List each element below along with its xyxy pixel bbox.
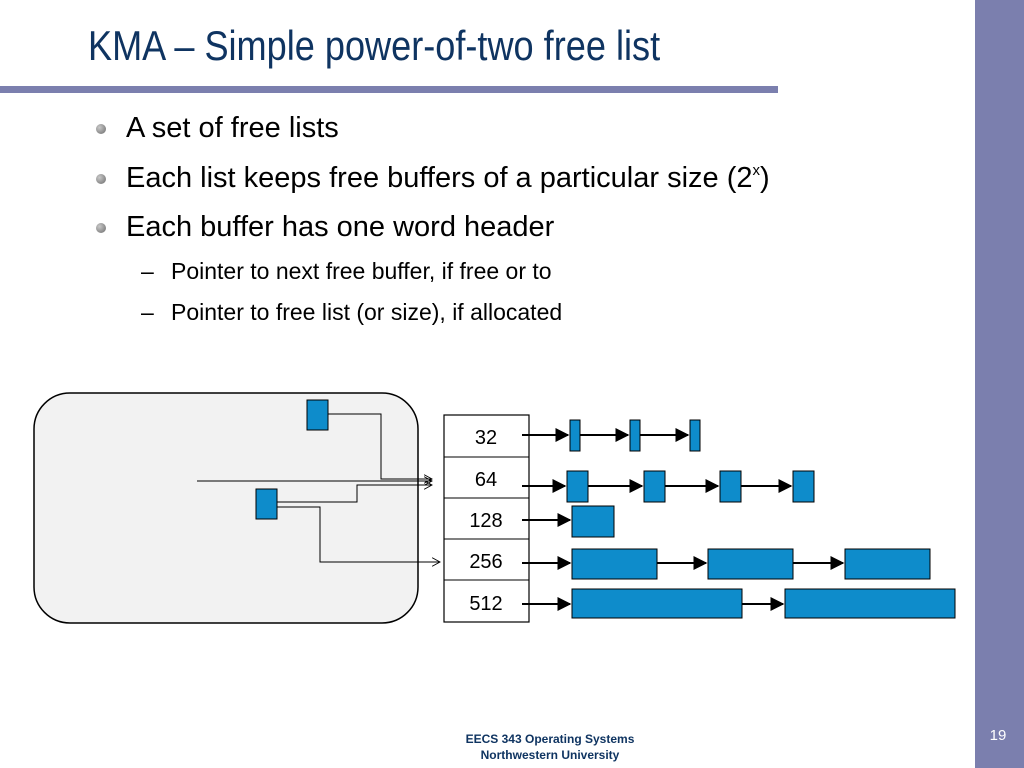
bullet-dot-icon: [96, 174, 106, 184]
free-buffer: [629, 419, 641, 452]
allocated-buffer: [255, 488, 278, 520]
bullet-dot-icon: [96, 124, 106, 134]
allocated-buffer: [306, 399, 329, 431]
bullet-2: Each list keeps free buffers of a partic…: [96, 162, 770, 195]
free-list-diagram: 32 64 128 256 512: [33, 392, 956, 624]
right-accent-bar: [975, 0, 1024, 768]
dash-marker: –: [141, 299, 154, 325]
bullet-1: A set of free lists: [96, 112, 339, 145]
free-buffer: [689, 419, 701, 452]
title-underline: [0, 86, 778, 93]
free-buffer: [844, 548, 931, 580]
bullet-2-superscript: x: [752, 162, 761, 179]
free-buffer: [784, 588, 956, 619]
sub-bullet-2-text: Pointer to free list (or size), if alloc…: [171, 299, 563, 325]
bullet-3: Each buffer has one word header: [96, 211, 555, 244]
bullet-3-text: Each buffer has one word header: [126, 211, 555, 243]
free-buffer: [571, 588, 743, 619]
sub-bullet-1: – Pointer to next free buffer, if free o…: [141, 258, 552, 285]
free-buffer: [792, 470, 815, 503]
page-number: 19: [989, 727, 1007, 744]
free-buffer: [719, 470, 742, 503]
size-class-label: 64: [475, 469, 497, 491]
memory-pool: [33, 392, 419, 624]
size-class-table: 32 64 128 256 512: [443, 414, 530, 623]
bullet-2-tail: ): [760, 162, 770, 194]
free-buffer: [571, 548, 658, 580]
free-buffer: [566, 470, 589, 503]
header-pointer-line: [328, 413, 432, 479]
footer-line-2: Northwestern University: [480, 748, 620, 762]
dash-marker: –: [141, 258, 154, 284]
sub-bullet-2: – Pointer to free list (or size), if all…: [141, 299, 563, 326]
size-class-label: 128: [469, 510, 502, 532]
bullet-1-text: A set of free lists: [126, 112, 339, 144]
sub-bullet-1-text: Pointer to next free buffer, if free or …: [171, 258, 552, 284]
free-buffer: [643, 470, 666, 503]
bullet-2-text: Each list keeps free buffers of a partic…: [126, 162, 753, 194]
size-class-label: 256: [469, 551, 502, 573]
free-buffer: [569, 419, 581, 452]
free-buffer: [571, 505, 615, 538]
header-pointer-line: [277, 506, 440, 562]
header-pointer-line: [277, 485, 432, 503]
slide-title: KMA – Simple power-of-two free list: [88, 22, 661, 69]
bullet-dot-icon: [96, 223, 106, 233]
footer-line-1: EECS 343 Operating Systems: [465, 732, 635, 746]
size-class-label: 512: [469, 593, 502, 615]
free-buffer: [707, 548, 794, 580]
size-class-label: 32: [475, 427, 497, 449]
